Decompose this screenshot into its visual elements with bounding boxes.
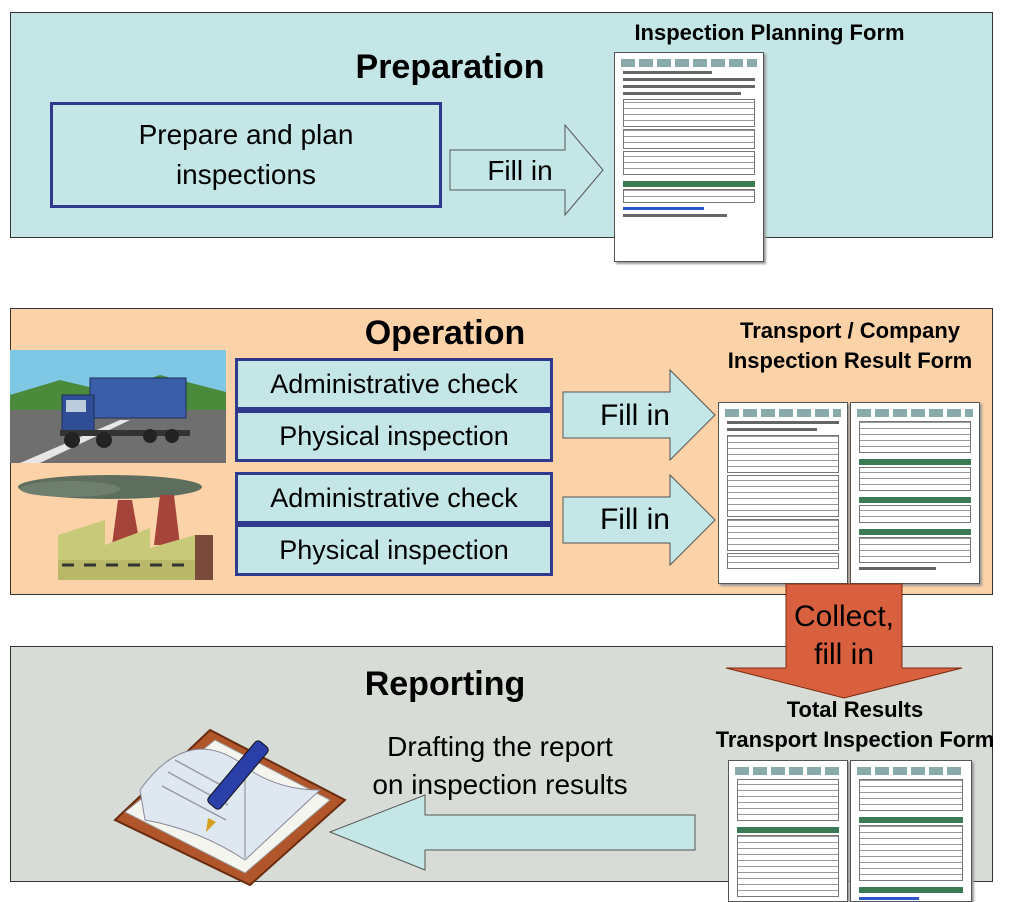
preparation-fill-in-label: Fill in <box>487 155 553 186</box>
reporting-title: Reporting <box>364 665 526 703</box>
result-form-title: Transport / Company Inspection Result Fo… <box>727 318 973 373</box>
company-admin-check-box: Administrative check <box>235 472 553 524</box>
company-physical-inspection-box: Physical inspection <box>235 524 553 576</box>
transport-fill-in-arrow <box>562 368 716 462</box>
reporting-left-arrow <box>328 794 696 871</box>
planning-form-title: Inspection Planning Form <box>634 20 905 45</box>
collect-down-arrow <box>725 583 963 699</box>
operation-title: Operation <box>364 314 526 352</box>
result-form-page1-document-icon <box>718 402 848 584</box>
notebook-pen-icon <box>113 728 347 887</box>
transport-physical-inspection-box: Physical inspection <box>235 410 553 462</box>
result-form-page2-document-icon <box>850 402 980 584</box>
company-fill-in-arrow <box>562 473 716 567</box>
total-results-page2-document-icon <box>850 760 972 902</box>
preparation-fill-in-arrow <box>449 123 604 217</box>
factory-icon <box>18 475 213 580</box>
collect-fill-in-label: Collect, fill in <box>793 600 895 671</box>
transport-admin-check-box: Administrative check <box>235 358 553 410</box>
truck-icon <box>10 350 226 463</box>
transport-fill-in-label: Fill in <box>599 399 670 432</box>
prepare-plan-box: Prepare and plan inspections <box>50 102 442 208</box>
total-results-page1-document-icon <box>728 760 848 902</box>
company-fill-in-label: Fill in <box>599 503 670 536</box>
preparation-title: Preparation <box>355 48 545 86</box>
drafting-report-caption: Drafting the report on inspection result… <box>372 731 628 800</box>
total-results-form-title: Total Results Transport Inspection Form <box>715 697 995 752</box>
planning-form-document-icon <box>614 52 764 262</box>
